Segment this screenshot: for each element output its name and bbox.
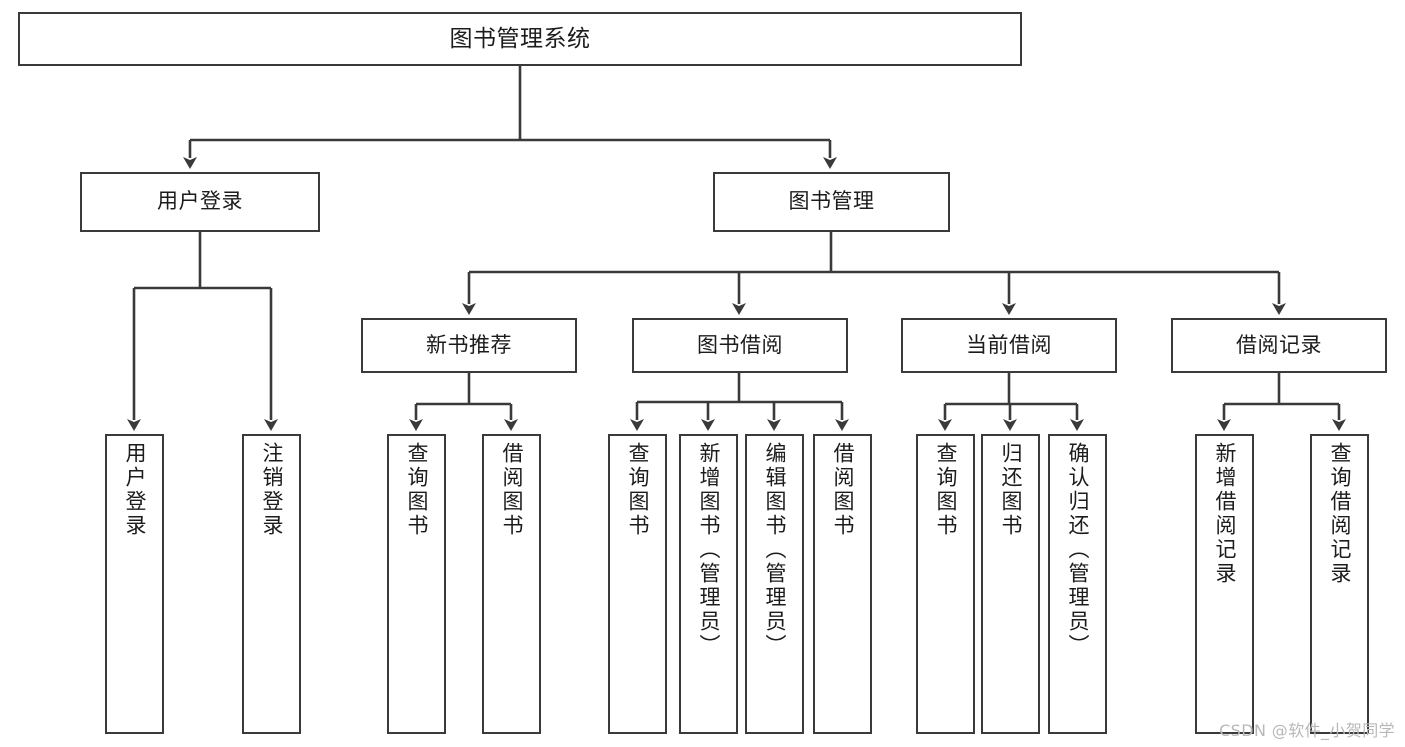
node-label: 用户登录 <box>123 442 148 538</box>
node-label: 注销登录 <box>260 442 285 538</box>
node-current-borrow[interactable]: 当前借阅 <box>901 318 1117 373</box>
leaf-book-borrow-0[interactable]: 查询图书 <box>608 434 667 734</box>
node-book-borrow[interactable]: 图书借阅 <box>632 318 848 373</box>
leaf-current-borrow-0[interactable]: 查询图书 <box>916 434 975 734</box>
node-label: 编辑图书（管理员） <box>763 442 788 658</box>
node-label: 查询图书 <box>934 442 959 538</box>
node-label: 新增借阅记录 <box>1213 442 1238 586</box>
node-label: 当前借阅 <box>966 332 1052 357</box>
leaf-borrow-record-0[interactable]: 新增借阅记录 <box>1195 434 1254 734</box>
node-label: 新增图书（管理员） <box>697 442 722 658</box>
leaf-borrow-record-1[interactable]: 查询借阅记录 <box>1310 434 1369 734</box>
node-label: 借阅图书 <box>831 442 856 538</box>
leaf-new-book-recommend-0[interactable]: 查询图书 <box>387 434 446 734</box>
node-label: 借阅记录 <box>1236 332 1322 357</box>
node-label: 用户登录 <box>157 189 243 214</box>
node-label: 新书推荐 <box>426 332 512 357</box>
node-label: 归还图书 <box>999 442 1024 538</box>
node-label: 查询借阅记录 <box>1328 442 1353 586</box>
node-label: 图书管理 <box>788 189 875 214</box>
leaf-new-book-recommend-1[interactable]: 借阅图书 <box>482 434 541 734</box>
leaf-book-borrow-1[interactable]: 新增图书（管理员） <box>679 434 738 734</box>
node-label: 查询图书 <box>405 442 430 538</box>
node-new-book-recommend[interactable]: 新书推荐 <box>361 318 577 373</box>
leaf-book-borrow-2[interactable]: 编辑图书（管理员） <box>745 434 804 734</box>
node-label: 图书管理系统 <box>449 25 591 52</box>
node-user-login[interactable]: 用户登录 <box>80 172 320 232</box>
node-root-book-management-system[interactable]: 图书管理系统 <box>18 12 1022 66</box>
node-borrow-record[interactable]: 借阅记录 <box>1171 318 1387 373</box>
leaf-current-borrow-2[interactable]: 确认归还（管理员） <box>1048 434 1107 734</box>
node-label: 借阅图书 <box>500 442 525 538</box>
node-label: 图书借阅 <box>697 332 783 357</box>
leaf-book-borrow-3[interactable]: 借阅图书 <box>813 434 872 734</box>
node-book-management[interactable]: 图书管理 <box>713 172 950 232</box>
leaf-current-borrow-1[interactable]: 归还图书 <box>981 434 1040 734</box>
leaf-user-login-0[interactable]: 用户登录 <box>105 434 164 734</box>
leaf-user-login-1[interactable]: 注销登录 <box>242 434 301 734</box>
node-label: 确认归还（管理员） <box>1066 442 1091 658</box>
csdn-watermark: CSDN @软件_小贺同学 <box>1219 721 1395 740</box>
node-label: 查询图书 <box>626 442 651 538</box>
